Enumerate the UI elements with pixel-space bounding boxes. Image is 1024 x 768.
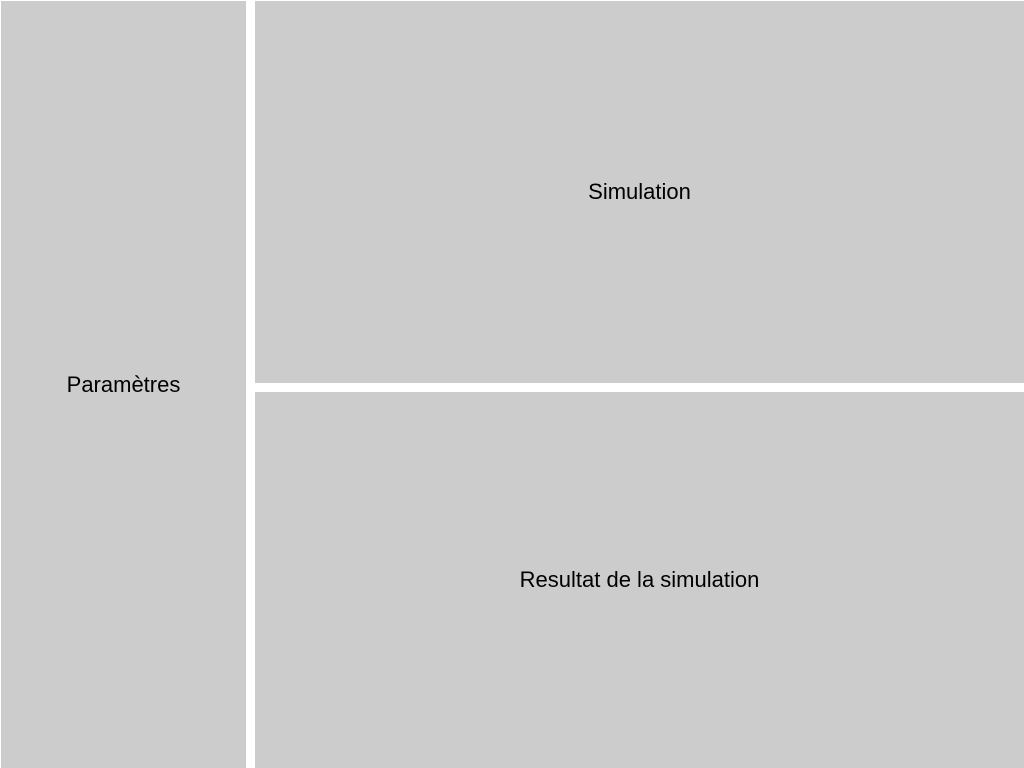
parameters-panel-label: Paramètres (66, 371, 181, 397)
simulation-panel-label: Simulation (588, 179, 691, 204)
simulation-result-panel[interactable]: Resultat de la simulation (255, 392, 1024, 768)
simulation-result-panel-label: Resultat de la simulation (519, 567, 760, 592)
simulation-panel[interactable]: Simulation (255, 1, 1024, 383)
parameters-panel[interactable]: Paramètres (1, 1, 246, 768)
